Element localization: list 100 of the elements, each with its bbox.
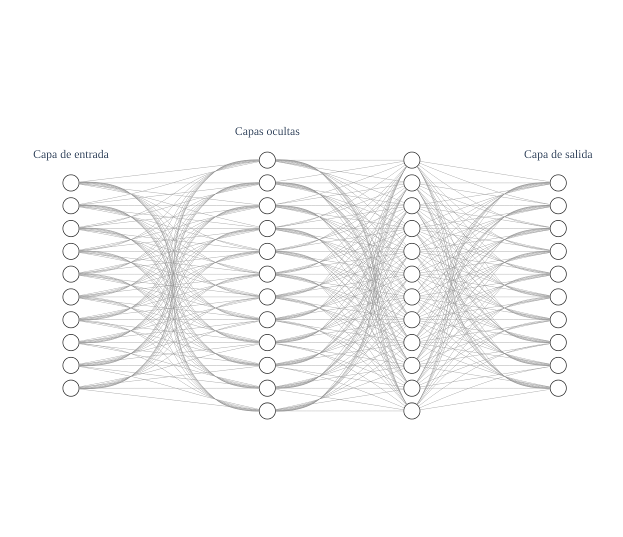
- connector: [275, 229, 404, 250]
- connector: [275, 205, 404, 206]
- node-circle: [403, 334, 420, 351]
- connector: [78, 319, 260, 410]
- node-circle: [550, 310, 567, 328]
- node-circle: [258, 196, 276, 214]
- node-circle: [403, 310, 420, 328]
- connector: [275, 366, 404, 387]
- connector: [78, 388, 260, 410]
- node-circle: [550, 288, 567, 305]
- connector: [78, 206, 260, 228]
- connector: [275, 343, 404, 364]
- node-circle: [258, 265, 276, 282]
- node-circle: [258, 174, 276, 191]
- connector: [275, 388, 404, 410]
- node-circle: [62, 196, 80, 214]
- connector: [420, 182, 550, 183]
- node-circle: [403, 196, 420, 214]
- connector: [420, 343, 550, 364]
- node-circle: [62, 310, 80, 328]
- node-circle: [62, 288, 80, 305]
- connector: [78, 160, 260, 204]
- connector: [275, 320, 404, 342]
- connector: [420, 252, 550, 273]
- connector: [420, 388, 550, 410]
- connector: [416, 273, 550, 404]
- connector: [78, 296, 260, 410]
- node-circle: [550, 196, 567, 214]
- connector: [78, 273, 260, 274]
- node-circle: [258, 356, 276, 374]
- node-circle: [62, 174, 80, 191]
- connector: [78, 205, 260, 206]
- node-circle: [258, 310, 276, 328]
- node-circle: [258, 242, 276, 260]
- connector: [78, 274, 260, 296]
- connector: [78, 160, 260, 182]
- connector: [79, 342, 260, 410]
- connector: [78, 296, 260, 388]
- connector: [420, 183, 550, 204]
- connector: [275, 252, 404, 273]
- connector: [416, 166, 550, 297]
- connector: [78, 182, 260, 183]
- node-circle: [403, 220, 420, 237]
- label: Capas ocultas: [234, 124, 300, 138]
- connector: [420, 229, 550, 250]
- connector: [275, 160, 404, 182]
- connector: [275, 206, 404, 228]
- connector: [419, 366, 550, 408]
- label: Capa de entrada: [33, 147, 109, 160]
- node-circle: [62, 379, 80, 396]
- node-circle: [258, 151, 276, 168]
- node-circle: [62, 356, 80, 374]
- node-circle: [62, 220, 80, 237]
- connector: [420, 273, 550, 274]
- connector: [78, 366, 260, 387]
- node-circle: [258, 402, 276, 419]
- connector: [418, 342, 550, 406]
- connector: [78, 252, 260, 273]
- node-circle: [62, 242, 80, 260]
- connector: [275, 274, 404, 296]
- node-circle: [550, 220, 567, 237]
- connector: [78, 366, 260, 410]
- connector: [420, 320, 550, 342]
- node-circle: [258, 379, 276, 396]
- node-circle: [403, 265, 420, 282]
- connector: [78, 160, 260, 274]
- connector: [78, 228, 260, 250]
- connector: [420, 366, 550, 387]
- node-circle: [62, 265, 80, 282]
- node-circle: [403, 379, 420, 396]
- node-circle: [403, 402, 420, 419]
- node-circle: [403, 242, 420, 260]
- connector: [78, 250, 260, 365]
- connector: [420, 162, 550, 204]
- connector: [417, 319, 550, 405]
- label: Capa de salida: [524, 147, 593, 160]
- connector: [418, 164, 550, 228]
- connector: [420, 206, 550, 228]
- node-circle: [258, 334, 276, 351]
- connector: [420, 250, 550, 252]
- node-circle: [403, 151, 420, 168]
- node-circle: [403, 288, 420, 305]
- connector: [275, 273, 404, 274]
- node-circle: [62, 334, 80, 351]
- connector: [79, 160, 260, 228]
- node-circle: [403, 356, 420, 374]
- connector: [78, 160, 260, 251]
- connector: [79, 228, 260, 296]
- connector: [78, 320, 260, 342]
- node-circle: [550, 356, 567, 374]
- connector: [78, 342, 260, 364]
- connector: [420, 274, 550, 296]
- connector: [79, 274, 260, 342]
- connector: [417, 296, 550, 405]
- connector: [417, 166, 550, 274]
- connector: [275, 183, 404, 204]
- node-circle: [403, 174, 420, 191]
- node-circle: [550, 334, 567, 351]
- node-circle: [550, 265, 567, 282]
- node-circle: [258, 220, 276, 237]
